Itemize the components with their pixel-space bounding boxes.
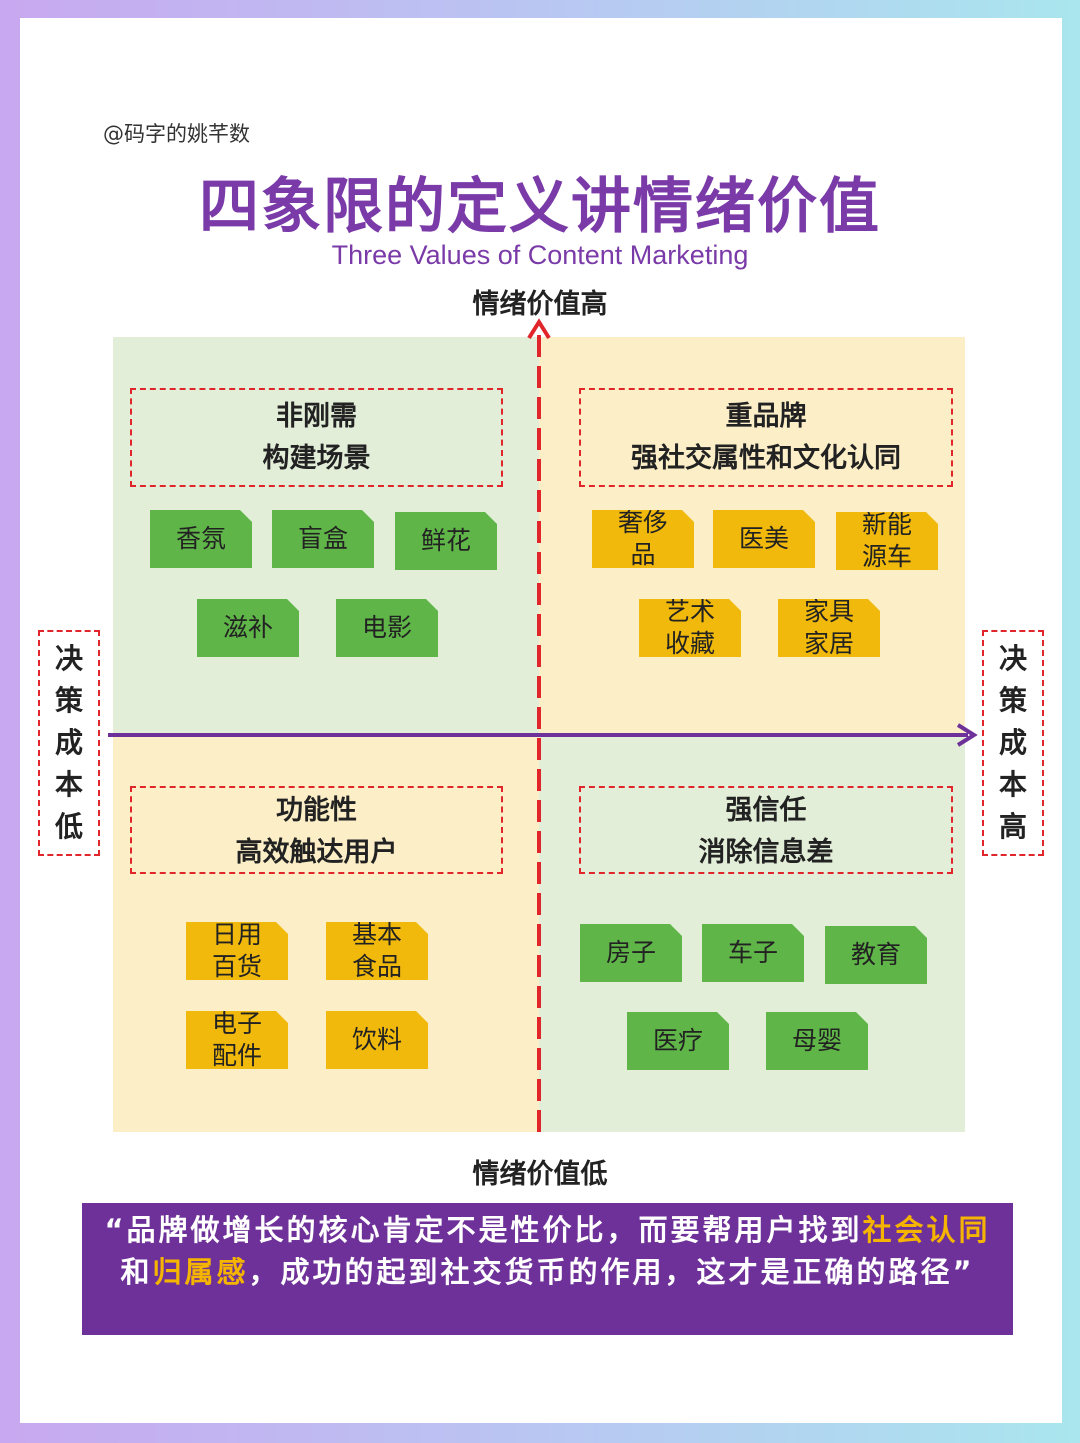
header-line-1: 重品牌	[725, 401, 807, 432]
tag-电影: 电影	[336, 599, 438, 657]
quote-text-3: ，成功的起到社交货币的作用，这才是正确的路径”	[248, 1255, 975, 1289]
axis-char: 策	[998, 684, 1027, 717]
page-title: 四象限的定义讲情绪价值	[199, 172, 881, 242]
tag-line: 配件	[211, 1041, 262, 1070]
tag-饮料: 饮料	[326, 1011, 428, 1069]
tag-香氛: 香氛	[150, 510, 252, 568]
tag-line: 收藏	[664, 629, 715, 658]
axis-label-left: 决 策 成 本 低	[38, 630, 100, 856]
tag-日用百货: 日用百货	[186, 922, 288, 980]
tag-line: 家具	[803, 597, 854, 626]
tag-line: 基本	[351, 920, 402, 949]
tag-line: 日用	[211, 920, 262, 949]
tag-line: 饮料	[351, 1025, 402, 1054]
axis-label-top: 情绪价值高	[472, 289, 608, 320]
quote-text-1: “品牌做增长的核心肯定不是性价比，而要帮用户找到	[104, 1213, 863, 1247]
tag-家具家居: 家具家居	[778, 599, 880, 657]
quadrant-header-top-right: 重品牌 强社交属性和文化认同	[579, 388, 953, 487]
tag-line: 奢侈	[617, 508, 668, 537]
axis-char: 本	[998, 768, 1027, 801]
header-line-1: 功能性	[276, 795, 357, 826]
tag-新能源车: 新能源车	[836, 512, 938, 570]
quote-highlight-2: 归属感	[152, 1255, 249, 1289]
tag-奢侈品: 奢侈品	[592, 510, 694, 568]
author-handle: @码字的姚芊数	[103, 122, 250, 146]
tag-基本食品: 基本食品	[326, 922, 428, 980]
tag-母婴: 母婴	[766, 1012, 868, 1070]
tag-line: 医美	[738, 524, 789, 553]
axis-char: 成	[54, 726, 83, 759]
quadrant-header-bottom-right: 强信任 消除信息差	[579, 786, 953, 874]
tag-艺术收藏: 艺术收藏	[639, 599, 741, 657]
tag-医美: 医美	[713, 510, 815, 568]
axis-char: 策	[54, 684, 83, 717]
header-line-2: 构建场景	[262, 443, 371, 474]
tag-盲盒: 盲盒	[272, 510, 374, 568]
tag-line: 家居	[803, 629, 854, 658]
tag-line: 艺术	[664, 597, 715, 626]
quote-highlight-1: 社会认同	[862, 1213, 991, 1247]
page-subtitle: Three Values of Content Marketing	[331, 240, 749, 270]
header-line-1: 强信任	[725, 795, 807, 826]
axis-char: 成	[998, 726, 1027, 759]
axis-label-bottom: 情绪价值低	[472, 1159, 608, 1190]
tag-电子配件: 电子配件	[186, 1011, 288, 1069]
quadrant-header-bottom-left: 功能性 高效触达用户	[130, 786, 503, 874]
tag-医疗: 医疗	[627, 1012, 729, 1070]
header-line-2: 高效触达用户	[235, 837, 398, 868]
header-line-2: 消除信息差	[698, 837, 834, 868]
axis-char: 决	[998, 642, 1027, 675]
tag-line: 品	[630, 540, 656, 569]
tag-房子: 房子	[580, 924, 682, 982]
tag-line: 百货	[211, 952, 262, 981]
tag-line: 源车	[861, 542, 912, 571]
tag-鲜花: 鲜花	[395, 512, 497, 570]
axis-label-right: 决 策 成 本 高	[982, 630, 1044, 856]
tag-教育: 教育	[825, 926, 927, 984]
tag-line: 新能	[861, 510, 912, 539]
quadrant-header-top-left: 非刚需 构建场景	[130, 388, 503, 487]
tag-line: 电子	[211, 1009, 262, 1038]
header-line-2: 强社交属性和文化认同	[631, 443, 901, 474]
tag-滋补: 滋补	[197, 599, 299, 657]
axis-char: 高	[998, 810, 1027, 843]
tag-line: 食品	[351, 952, 402, 981]
quote-box: “品牌做增长的核心肯定不是性价比，而要帮用户找到社会认同和归属感，成功的起到社交…	[82, 1203, 1013, 1335]
axis-char: 低	[54, 810, 83, 843]
axis-char: 决	[54, 642, 83, 675]
axis-char: 本	[54, 768, 83, 801]
quote-text-2: 和	[120, 1255, 153, 1289]
header-line-1: 非刚需	[276, 401, 357, 432]
tag-车子: 车子	[702, 924, 804, 982]
